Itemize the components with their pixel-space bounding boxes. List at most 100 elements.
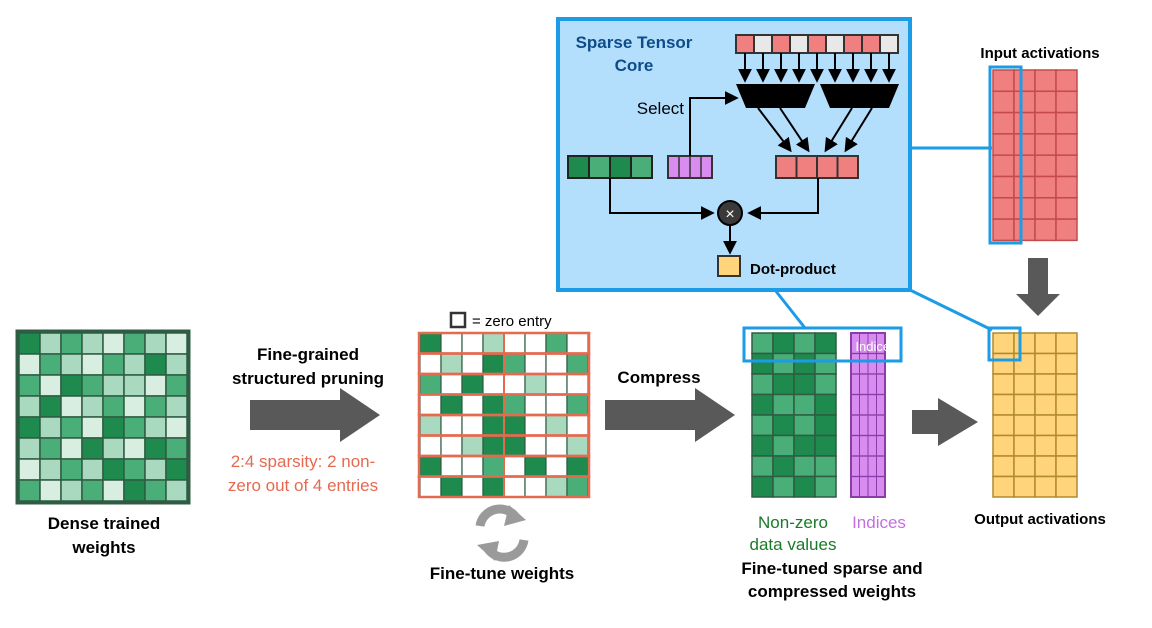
mux-out-3 bbox=[824, 107, 853, 153]
pruned-cell bbox=[461, 332, 484, 355]
dense-cell bbox=[60, 395, 83, 418]
dot-product-label: Dot-product bbox=[750, 261, 836, 278]
nonzero-cell bbox=[793, 434, 816, 457]
mux-out-1 bbox=[757, 107, 792, 153]
pruned-mid-divider bbox=[503, 333, 505, 497]
output-cell bbox=[1013, 475, 1036, 498]
input-cell bbox=[1013, 197, 1036, 220]
dense-cell bbox=[18, 332, 41, 355]
dense-cell bbox=[144, 332, 167, 355]
input-cell bbox=[992, 90, 1015, 114]
pruned-cell bbox=[545, 455, 568, 478]
nonzero-cell bbox=[751, 393, 774, 416]
mux-right bbox=[820, 84, 899, 108]
finetune-label: Fine-tune weights bbox=[430, 564, 575, 583]
nonzero-cell bbox=[751, 475, 774, 498]
dense-cell bbox=[102, 416, 125, 439]
input-activations-grid bbox=[992, 69, 1078, 242]
dense-cell bbox=[123, 374, 146, 397]
dense-cell bbox=[123, 458, 146, 481]
input-cell bbox=[1034, 175, 1057, 199]
pruned-cell bbox=[440, 332, 463, 355]
dense-cell bbox=[39, 353, 62, 376]
output-cell bbox=[992, 332, 1015, 355]
core-input-cell bbox=[861, 34, 881, 54]
output-cell-highlight bbox=[987, 326, 1022, 362]
dense-cell bbox=[123, 395, 146, 418]
dense-weights-label-line2: weights bbox=[71, 538, 135, 557]
core-weight-cell bbox=[609, 155, 632, 179]
input-cell bbox=[1013, 133, 1036, 156]
input-cell bbox=[1034, 218, 1057, 242]
finetuned-label-line1: Fine-tuned sparse and bbox=[741, 559, 922, 578]
pruned-cell bbox=[419, 434, 442, 457]
input-cell bbox=[992, 175, 1015, 199]
pruned-cell bbox=[419, 393, 442, 416]
dense-cell bbox=[144, 437, 167, 460]
pruned-cell bbox=[482, 352, 505, 375]
dense-cell bbox=[81, 437, 104, 460]
dense-cell bbox=[39, 374, 62, 397]
input-cell bbox=[992, 69, 1015, 93]
multiply-arrow bbox=[912, 398, 978, 446]
mux-out-2 bbox=[779, 107, 810, 153]
input-cell bbox=[1034, 111, 1057, 135]
dense-cell bbox=[165, 353, 188, 376]
nonzero-cell bbox=[772, 332, 795, 355]
dense-cell bbox=[60, 353, 83, 376]
mux-out-4 bbox=[844, 107, 873, 153]
dense-cell bbox=[102, 458, 125, 481]
dense-cell bbox=[165, 332, 188, 355]
nonzero-cell bbox=[793, 414, 816, 437]
core-weight-cell bbox=[630, 155, 653, 179]
nonzero-values-grid bbox=[751, 332, 837, 498]
dense-cell bbox=[123, 479, 146, 502]
input-cell bbox=[1034, 133, 1057, 156]
pruned-cell bbox=[503, 455, 526, 478]
dense-cell bbox=[165, 437, 188, 460]
nonzero-cell bbox=[751, 332, 774, 355]
pruned-cell bbox=[566, 475, 589, 498]
multiply-arrow-shape bbox=[912, 398, 978, 446]
selected-activation-cell bbox=[836, 155, 859, 179]
pruned-cell bbox=[524, 332, 547, 355]
dense-cell bbox=[102, 374, 125, 397]
multiply-symbol: × bbox=[725, 206, 734, 223]
nonzero-cell bbox=[793, 455, 816, 478]
dense-cell bbox=[102, 353, 125, 376]
core-input-cell bbox=[753, 34, 773, 54]
dense-cell bbox=[102, 437, 125, 460]
output-cell bbox=[992, 393, 1015, 416]
nonzero-cell bbox=[772, 393, 795, 416]
nonzero-cell bbox=[751, 434, 774, 457]
output-activations-label: Output activations bbox=[974, 511, 1106, 528]
input-cell bbox=[1055, 111, 1078, 135]
output-cell bbox=[1013, 373, 1036, 396]
dense-cell bbox=[144, 416, 167, 439]
pruned-cell bbox=[566, 352, 589, 375]
dense-cell bbox=[60, 458, 83, 481]
input-to-output-arrow bbox=[1016, 258, 1060, 316]
input-cell bbox=[1055, 133, 1078, 156]
dense-cell bbox=[102, 332, 125, 355]
pruned-cell bbox=[566, 332, 589, 355]
dense-cell bbox=[165, 458, 188, 481]
input-cell bbox=[1055, 154, 1078, 178]
nonzero-cell bbox=[751, 352, 774, 375]
output-cell bbox=[1034, 434, 1057, 457]
pruned-cell bbox=[461, 352, 484, 375]
pruned-cell bbox=[524, 393, 547, 416]
dense-cell bbox=[18, 458, 41, 481]
output-cell bbox=[1055, 455, 1078, 478]
dense-cell bbox=[165, 479, 188, 502]
nonzero-cell bbox=[814, 373, 837, 396]
pruned-cell bbox=[419, 332, 442, 355]
dense-cell bbox=[144, 479, 167, 502]
dense-cell bbox=[39, 479, 62, 502]
input-cell bbox=[992, 133, 1015, 156]
input-cell bbox=[1034, 154, 1057, 178]
pruning-label-line1: Fine-grained bbox=[257, 345, 359, 364]
dense-cell bbox=[81, 458, 104, 481]
input-cell bbox=[1055, 197, 1078, 220]
output-cell bbox=[1013, 393, 1036, 416]
